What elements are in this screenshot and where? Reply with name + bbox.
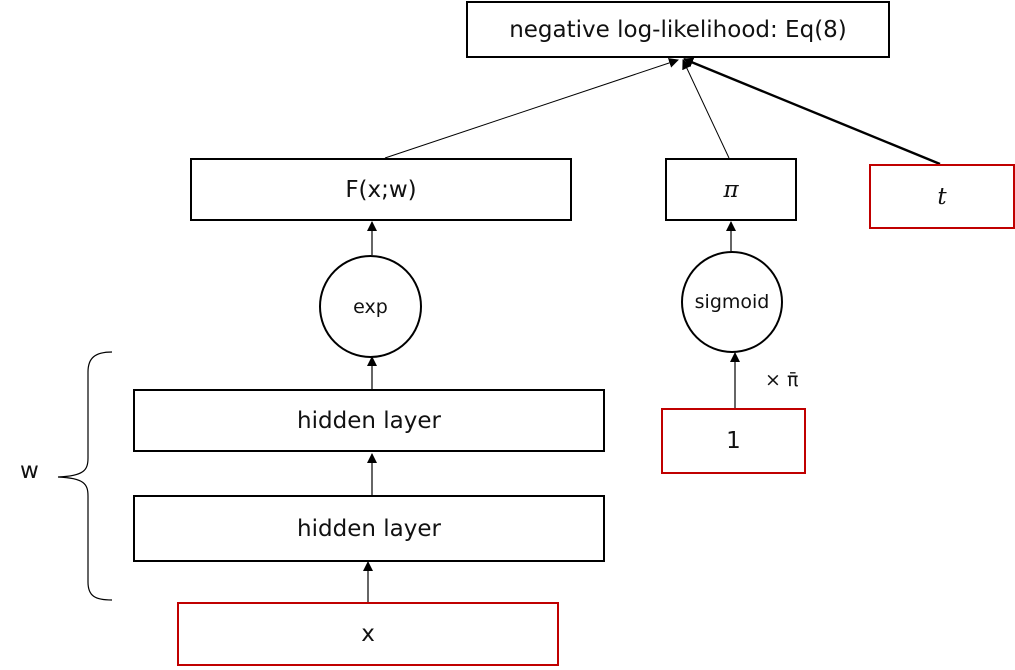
exp-label: exp	[353, 295, 388, 318]
F-node: F(x;w)	[190, 158, 572, 221]
t-label: t	[937, 183, 947, 210]
edge-t-nll	[683, 57, 941, 166]
hidden-layer-1-label: hidden layer	[297, 515, 441, 542]
t-node: t	[869, 164, 1015, 229]
edge-pi-nll	[682, 59, 730, 159]
exp-node: exp	[319, 255, 422, 358]
brace	[57, 351, 113, 601]
brace-label-w: w	[20, 458, 39, 484]
edge-F-nll	[384, 58, 679, 159]
one-node: 1	[661, 408, 806, 474]
scale-label: × π̄	[765, 369, 799, 391]
hidden-layer-2-node: hidden layer	[133, 389, 605, 452]
one-label: 1	[726, 428, 741, 454]
x-node: x	[177, 602, 559, 666]
pi-label: π	[723, 176, 739, 203]
F-label: F(x;w)	[345, 176, 417, 203]
hidden-layer-1-node: hidden layer	[133, 495, 605, 562]
sigmoid-node: sigmoid	[681, 251, 783, 353]
x-label: x	[361, 621, 375, 647]
nll-label: negative log-likelihood: Eq(8)	[509, 16, 847, 43]
nll-node: negative log-likelihood: Eq(8)	[466, 1, 890, 58]
pi-node: π	[665, 158, 797, 221]
sigmoid-label: sigmoid	[694, 291, 770, 313]
hidden-layer-2-label: hidden layer	[297, 407, 441, 434]
